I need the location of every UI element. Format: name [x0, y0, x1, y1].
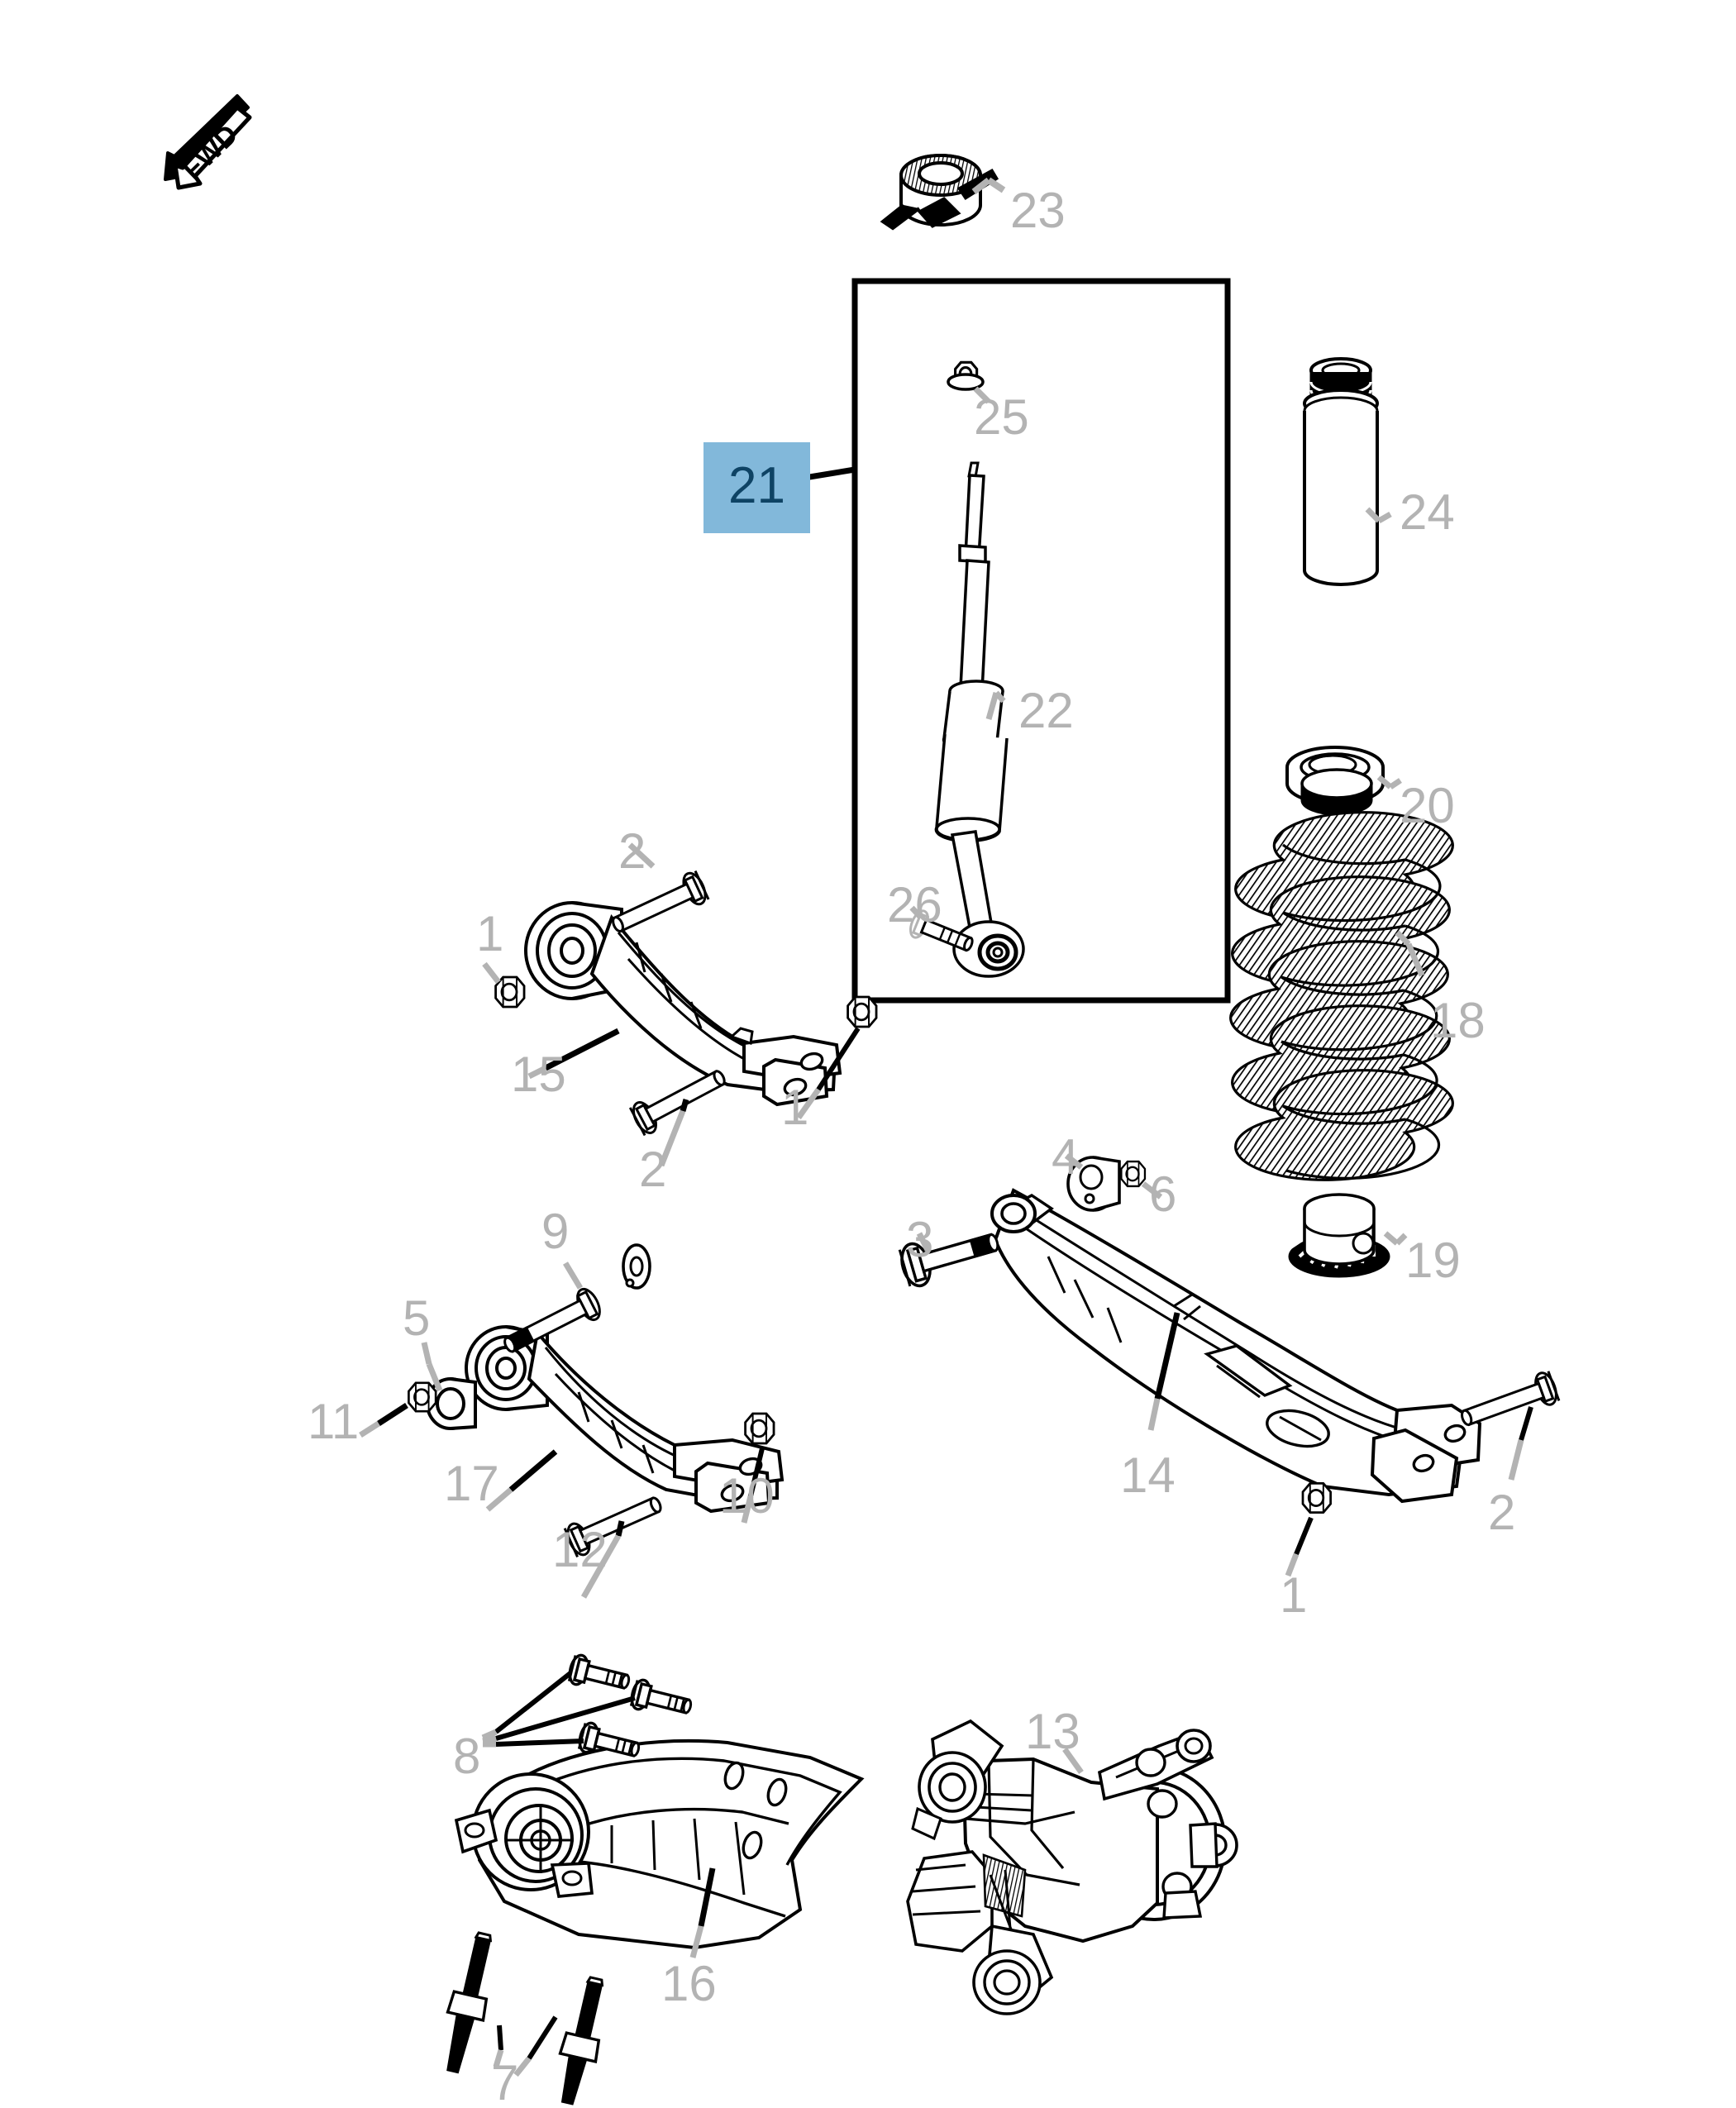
dust-shield-boot-part	[1303, 357, 1392, 586]
shock-absorber-part	[934, 461, 1025, 978]
callout-22-shock: 22	[1018, 683, 1074, 738]
bolt-spring-retainer-part	[1064, 1153, 1121, 1212]
detail-box-frame	[851, 278, 1231, 1004]
stud-trailing-arm-lower-part	[446, 1931, 604, 2106]
jounce-bumper-part	[1288, 1193, 1408, 1278]
nut-spring-retainer-part	[1120, 1160, 1163, 1199]
bolt-lower-control-arm-outboard-part	[1456, 1368, 1562, 1481]
callout-17-toe-link: 17	[444, 1456, 499, 1511]
shock-upper-mount-part	[880, 154, 1006, 231]
callout-20-isolator: 20	[1400, 778, 1455, 833]
bolt-toe-link-outboard-part	[562, 1486, 668, 1599]
callout-16-trailing-arm: 16	[661, 1956, 717, 2011]
callout-10-nut: 10	[719, 1468, 775, 1524]
callout-6-nut: 6	[1149, 1166, 1177, 1222]
callout-26-bolt: 26	[887, 877, 942, 932]
toe-link-arm-part	[465, 1325, 785, 1514]
nut-upper-control-arm-outboard-part	[796, 995, 878, 1120]
lower-control-arm-part	[990, 1188, 1482, 1504]
callout-9-cam-bolt: 9	[541, 1204, 570, 1259]
callout-1-upper-inboard: 1	[476, 906, 504, 961]
callout-2-lower-outboard: 2	[1488, 1485, 1516, 1540]
callout-13-knuckle: 13	[1025, 1704, 1080, 1759]
callout-24-dust-shield: 24	[1400, 484, 1455, 540]
callout-8-bolts: 8	[453, 1729, 481, 1784]
forward-direction-arrow: FWD	[164, 94, 252, 190]
coil-spring-part	[1229, 811, 1454, 1181]
bolt-cam-adjuster-part	[503, 1243, 651, 1353]
bolt-upper-control-arm-inboard-part	[606, 842, 711, 942]
rear-knuckle-part	[906, 1719, 1238, 2015]
trailing-arm-part	[454, 1738, 865, 1958]
callout-18-coil-spring: 18	[1430, 993, 1486, 1048]
callout-7-studs: 7	[491, 2055, 519, 2108]
callout-1-upper-outboard: 1	[781, 1080, 809, 1135]
bolt-trailing-arm-upper-part	[481, 1653, 693, 1757]
callout-15-upper-arm: 15	[511, 1047, 566, 1102]
nut-toe-link-outboard-part	[741, 1412, 775, 1524]
callout-3-bolt: 3	[906, 1212, 934, 1267]
callout-5-cam-washer: 5	[403, 1290, 431, 1346]
callout-19-jounce-bumper: 19	[1405, 1233, 1461, 1288]
callout-2-upper-outboard: 2	[639, 1142, 667, 1197]
callout-14-lower-arm: 14	[1120, 1447, 1176, 1503]
upper-control-arm-part	[524, 901, 842, 1107]
nut-toe-link-inboard-part	[359, 1381, 437, 1438]
callout-1-lower-outboard: 1	[1280, 1567, 1308, 1623]
callout-4-bolt: 4	[1052, 1129, 1080, 1185]
nut-upper-control-arm-inboard-part	[482, 961, 526, 1009]
callout-11-nut: 11	[308, 1394, 360, 1449]
callout-25-nut: 25	[974, 389, 1029, 445]
callout-23-upper-mount: 23	[1010, 183, 1066, 238]
spring-isolator-upper-part	[1285, 746, 1402, 816]
callout-21-shock-assembly-highlighted[interactable]: 21	[703, 442, 810, 533]
bolt-lower-control-arm-inboard-part	[898, 1232, 999, 1288]
nut-shock-rod-part	[947, 360, 991, 404]
bolt-upper-control-arm-outboard-part	[627, 1060, 732, 1167]
bolt-shock-lower-part	[909, 905, 974, 952]
callout-12-bolt: 12	[552, 1522, 608, 1577]
callout-2-upper-inboard: 2	[618, 823, 646, 879]
nut-lower-control-arm-outboard-part	[1285, 1482, 1332, 1577]
